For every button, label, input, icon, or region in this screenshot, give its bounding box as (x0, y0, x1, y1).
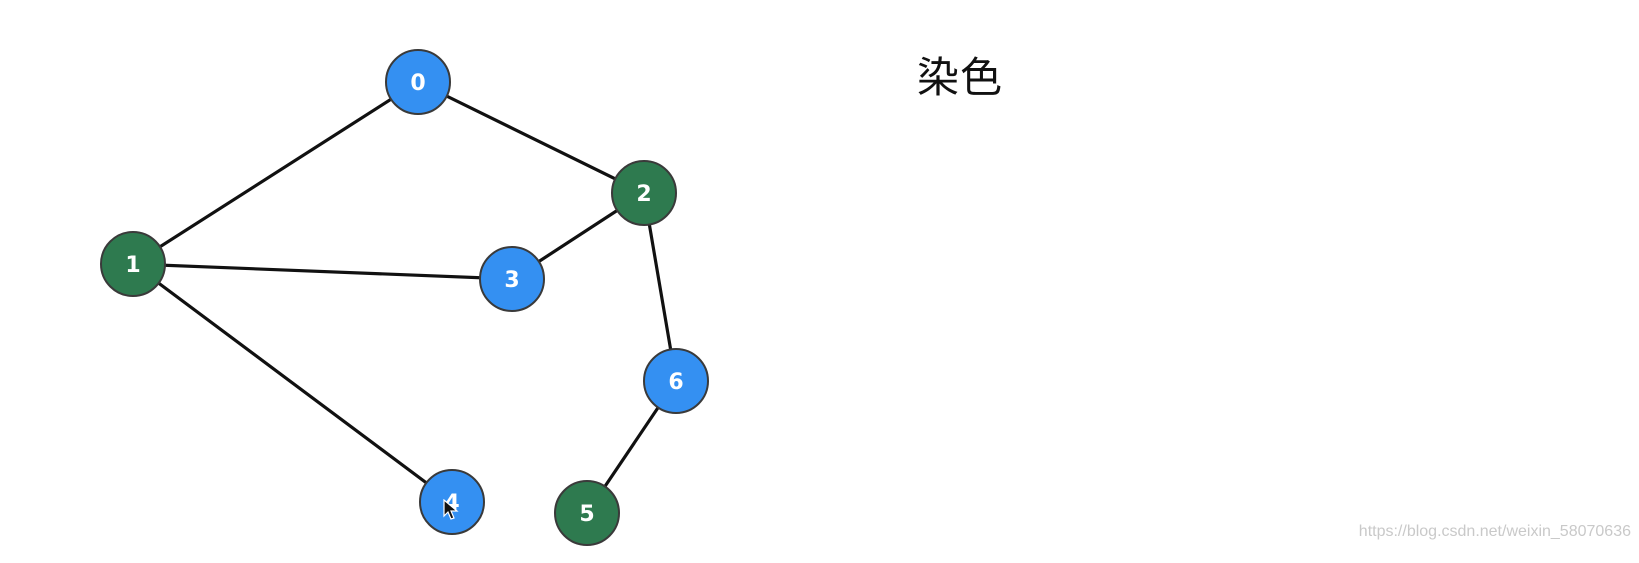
page-title: 染色 (917, 53, 1004, 102)
node-circle-4 (419, 469, 485, 535)
node-3: 3 (479, 246, 545, 312)
edge-0-1 (131, 80, 420, 266)
graph-edges (131, 80, 678, 515)
edge-1-3 (131, 262, 514, 281)
node-circle-0 (385, 49, 451, 115)
node-circle-5 (554, 480, 620, 546)
mouse-cursor-icon (443, 499, 459, 520)
edge-1-4 (131, 262, 454, 504)
node-label-2: 2 (636, 182, 651, 207)
node-circle-2 (611, 160, 677, 226)
node-label-0: 0 (410, 71, 425, 96)
node-circle-3 (479, 246, 545, 312)
edge-0-2 (416, 80, 646, 195)
node-6: 6 (643, 348, 709, 414)
node-circle-1 (100, 231, 166, 297)
node-label-1: 1 (125, 253, 140, 278)
node-0: 0 (385, 49, 451, 115)
node-label-5: 5 (579, 502, 594, 527)
node-5: 5 (554, 480, 620, 546)
watermark-url: https://blog.csdn.net/weixin_58070636 (1358, 523, 1631, 540)
node-label-3: 3 (504, 268, 519, 293)
node-2: 2 (611, 160, 677, 226)
node-label-6: 6 (668, 370, 683, 395)
node-circle-6 (643, 348, 709, 414)
node-1: 1 (100, 231, 166, 297)
